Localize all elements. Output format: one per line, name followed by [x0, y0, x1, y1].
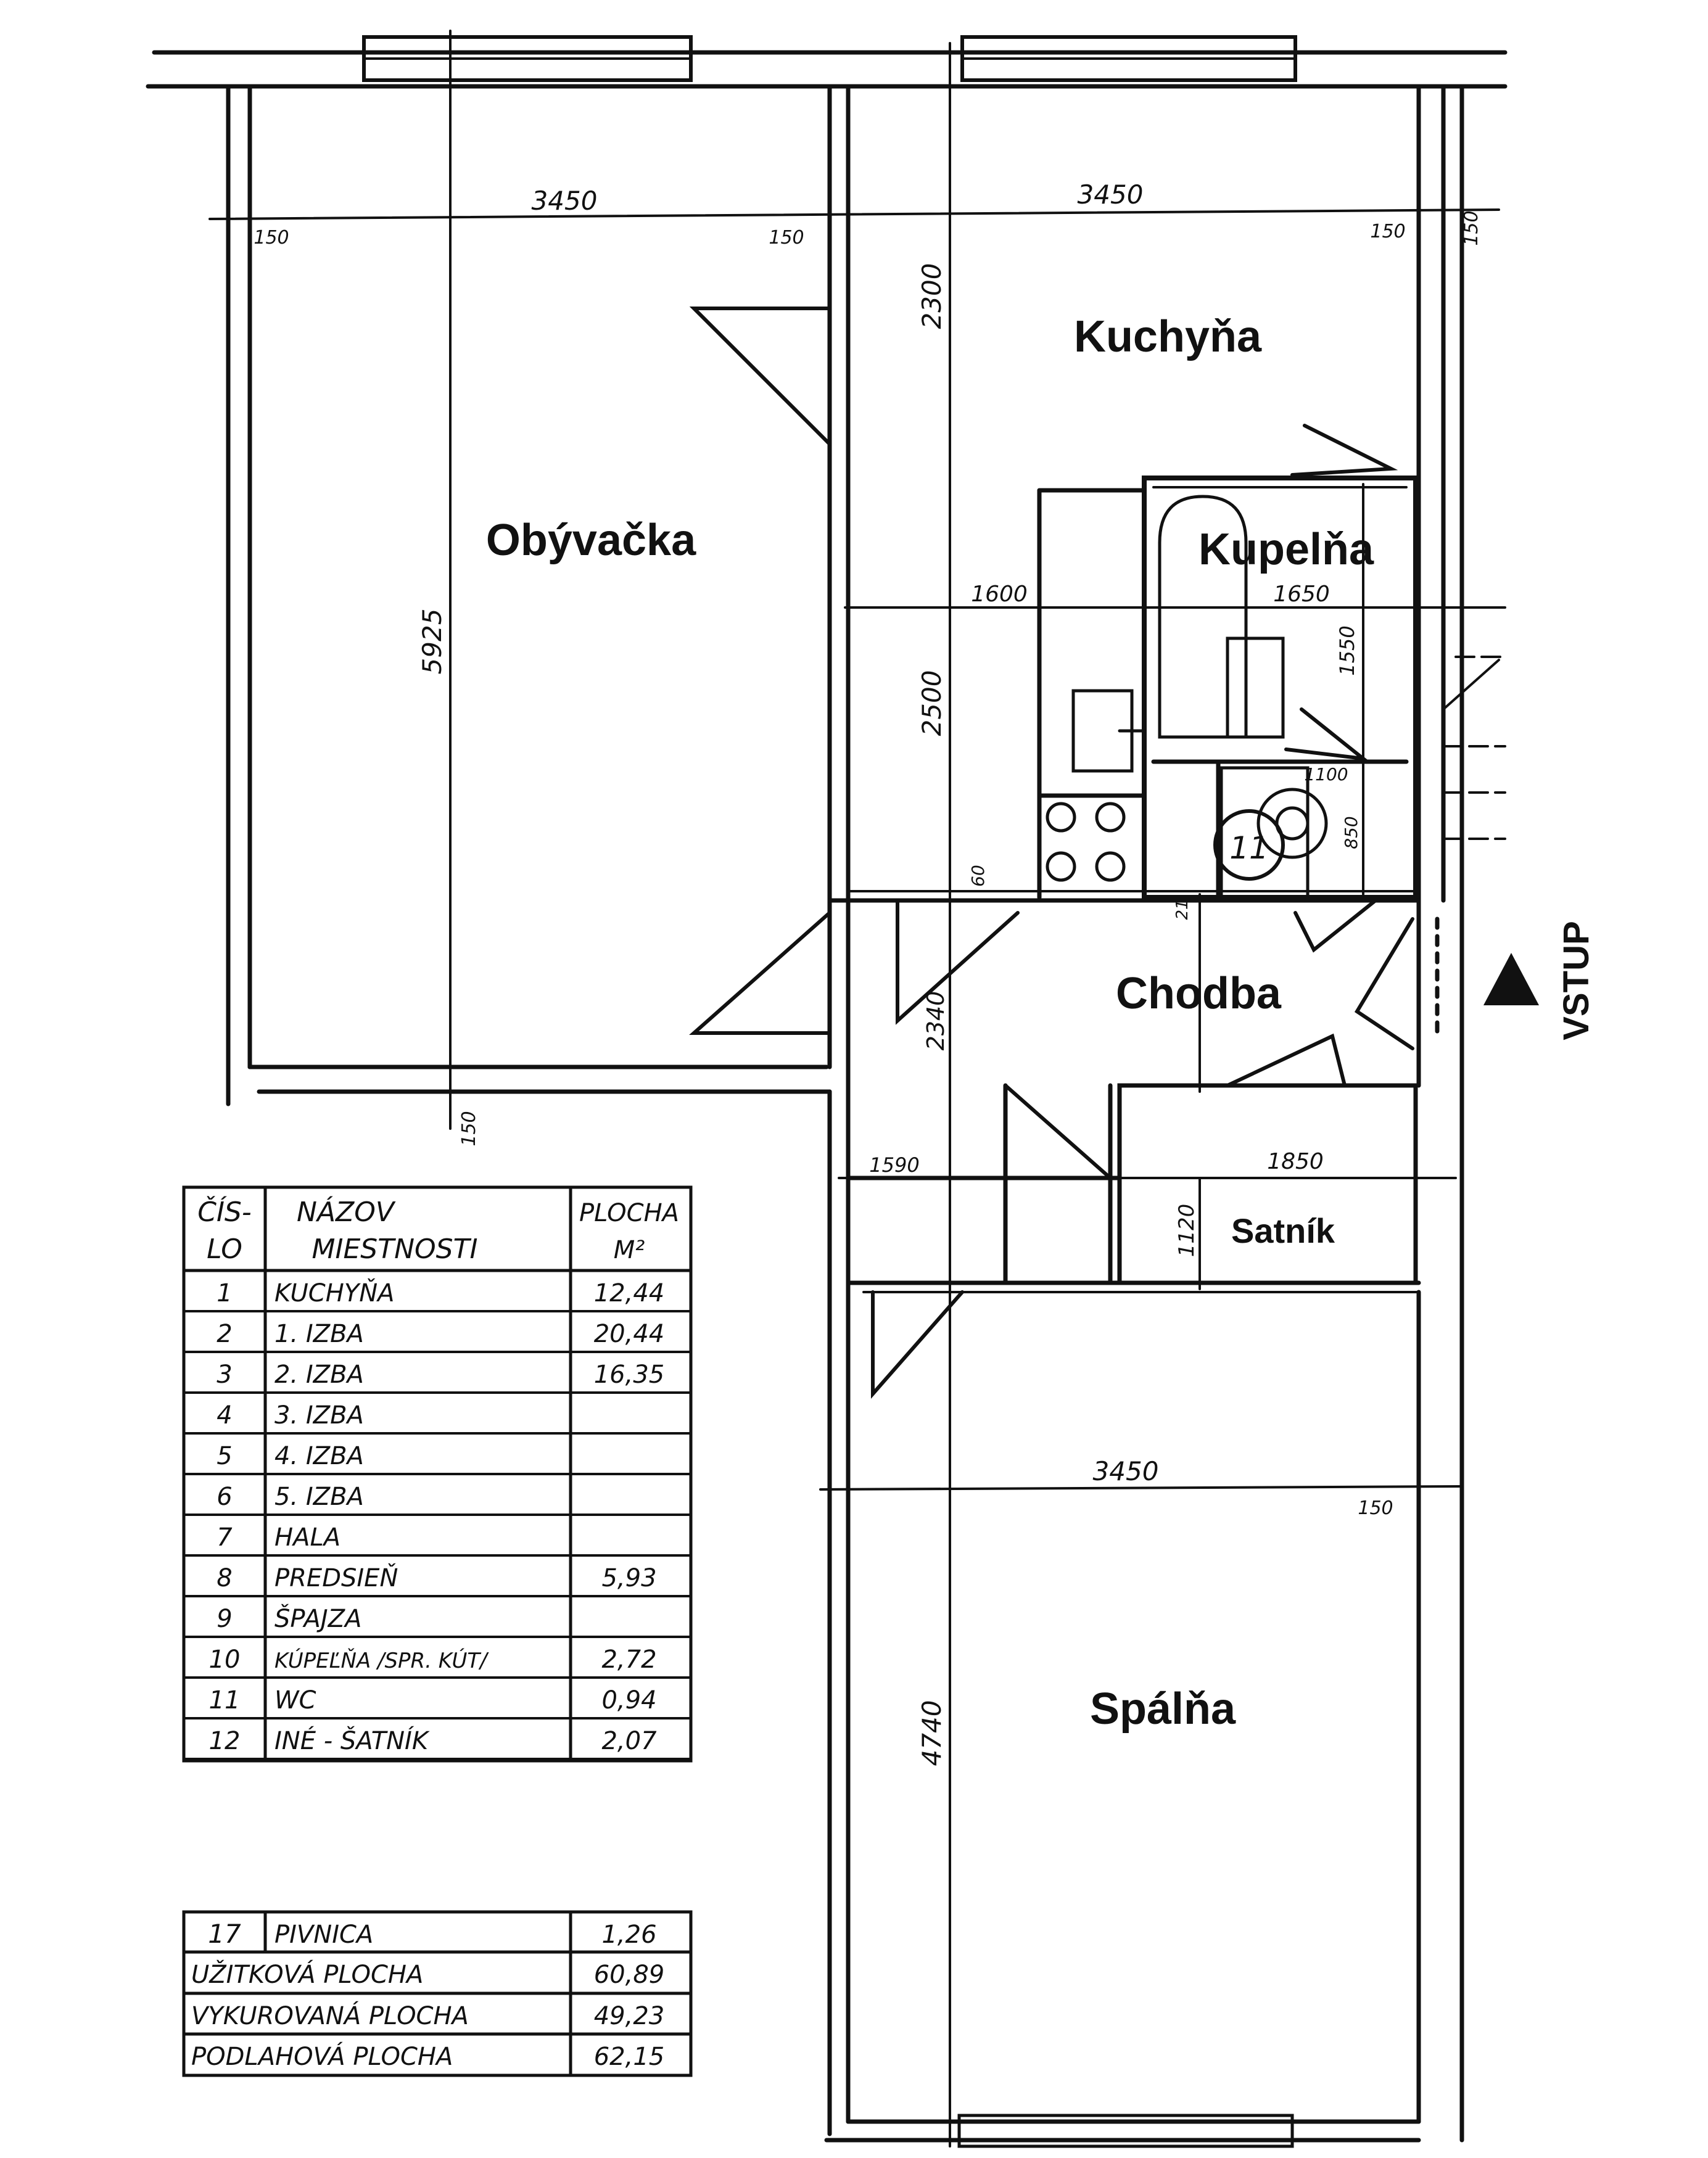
table-row-number: 12	[209, 1727, 241, 1755]
table-row-name: PREDSIEŇ	[274, 1563, 398, 1592]
room-labels: Obývačka Kuchyňa Kupelňa Chodba Satník S…	[486, 312, 1374, 1734]
table-row-number: 2	[217, 1320, 232, 1348]
dim-bedroom-width: 3450	[1093, 1456, 1159, 1486]
triangle-arrow-icon	[1483, 953, 1539, 1005]
room-label-wardrobe: Satník	[1231, 1211, 1335, 1250]
dim-kitchen-offset-far: 150	[1461, 210, 1482, 245]
table-row-number: 4	[217, 1401, 232, 1430]
table-header-area-2: M²	[614, 1236, 645, 1264]
table-row-name: 5. IZBA	[274, 1483, 364, 1511]
room-label-bathroom: Kupelňa	[1198, 525, 1374, 574]
dim-hall-height: 2340	[922, 991, 949, 1051]
table-row-area: 16,35	[594, 1361, 665, 1389]
total-floor-area: 62,15	[594, 2043, 665, 2071]
room-label-living: Obývačka	[486, 516, 696, 565]
total-usable-label: UŽITKOVÁ PLOCHA	[191, 1959, 423, 1989]
table-row-name: 2. IZBA	[274, 1361, 364, 1389]
table-row-number: 7	[217, 1523, 233, 1552]
wc-number: 11	[1229, 830, 1269, 866]
dim-kitchen-strip: 1600	[971, 582, 1028, 607]
table-row-number: 9	[217, 1605, 232, 1633]
dim-wc-height: 850	[1341, 816, 1361, 849]
dim-bath-height: 1550	[1335, 625, 1359, 675]
room-label-kitchen: Kuchyňa	[1074, 312, 1262, 361]
table-row-number: 3	[217, 1361, 232, 1389]
dim-wardrobe-height: 1120	[1174, 1204, 1199, 1258]
table-row-number: 5	[217, 1442, 232, 1470]
table-row-name: INÉ - ŠATNÍK	[274, 1726, 430, 1755]
table-header-number-1: ČÍS-	[197, 1195, 252, 1228]
table-row-area: 12,44	[594, 1279, 665, 1308]
table-row-number: 8	[217, 1564, 232, 1592]
dim-living-width: 3450	[532, 186, 598, 216]
table-row-name: 1. IZBA	[274, 1320, 364, 1348]
table-header-number-2: LO	[207, 1233, 242, 1265]
table-row-area: 0,94	[601, 1686, 656, 1715]
table-row-name: 3. IZBA	[274, 1401, 364, 1430]
table-row-name: 4. IZBA	[274, 1442, 364, 1470]
fixtures	[1046, 495, 1328, 899]
room-label-hallway: Chodba	[1116, 969, 1282, 1018]
dim-living-height: 5925	[417, 609, 447, 675]
dim-closet-left: 1590	[869, 1153, 919, 1177]
dim-kitchen-width: 3450	[1078, 179, 1144, 210]
dim-kitchen-lower: 2500	[917, 670, 947, 736]
table-row-area: 2,07	[601, 1727, 657, 1755]
dim-living-bottom: 150	[458, 1111, 480, 1146]
table-row-name: ŠPAJZA	[274, 1604, 361, 1633]
dim-wc-width: 1100	[1304, 764, 1348, 785]
table-row-area: 20,44	[594, 1320, 665, 1348]
dim-stove-gap: 60	[968, 865, 988, 887]
area-table: ČÍS- LO NÁZOV MIESTNOSTI PLOCHA M² 1 KUCH…	[182, 1185, 693, 1763]
dim-bedroom-height: 4740	[917, 1700, 947, 1766]
dim-kitchen-height: 2300	[917, 263, 947, 329]
total-heated-area: 49,23	[594, 2002, 665, 2030]
walls	[146, 35, 1508, 2148]
table-row-number: 1	[217, 1279, 232, 1308]
table-row-name: KÚPEĽŇA /SPR. KÚT/	[274, 1648, 489, 1673]
table-row-name: KUCHYŇA	[274, 1278, 395, 1308]
table-header-area-1: PLOCHA	[579, 1199, 679, 1227]
dim-wardrobe-width: 1850	[1267, 1149, 1324, 1174]
table-row-name: PIVNICA	[274, 1921, 373, 1949]
table-row-area: 2,72	[601, 1645, 656, 1674]
table-header-name-2: MIESTNOSTI	[312, 1233, 478, 1265]
dim-hall-small: 21	[1173, 899, 1192, 920]
table-row-number: 17	[208, 1919, 241, 1949]
table-row-area: 1,26	[601, 1921, 656, 1949]
table-row-number: 11	[209, 1686, 241, 1715]
area-table-totals: 17 PIVNICA 1,26 UŽITKOVÁ PLOCHA 60,89 VY…	[182, 1910, 693, 2077]
room-label-bedroom: Spálňa	[1090, 1684, 1236, 1734]
dim-kitchen-offset-right: 150	[1370, 221, 1405, 242]
total-usable-area: 60,89	[594, 1961, 665, 1989]
total-heated-label: VYKUROVANÁ PLOCHA	[191, 2001, 469, 2030]
table-row-number: 6	[217, 1483, 232, 1511]
table-row-area: 5,93	[601, 1564, 656, 1592]
dim-living-left: 150	[254, 227, 289, 249]
dimension-texts: 3450 150 150 5925 150 3450 150 150 2300 …	[254, 179, 1482, 1766]
dim-living-right: 150	[769, 227, 804, 249]
table-header-name-1: NÁZOV	[297, 1195, 396, 1228]
entrance: VSTUP	[1483, 921, 1596, 1040]
table-row-name: WC	[274, 1686, 316, 1715]
dim-bath-width: 1650	[1273, 582, 1330, 607]
entrance-label: VSTUP	[1556, 921, 1596, 1040]
total-floor-label: PODLAHOVÁ PLOCHA	[191, 2041, 453, 2071]
dimension-lines	[208, 30, 1506, 2148]
dim-bedroom-offset: 150	[1358, 1497, 1393, 1519]
table-row-name: HALA	[274, 1523, 340, 1552]
table-row-number: 10	[209, 1645, 241, 1674]
